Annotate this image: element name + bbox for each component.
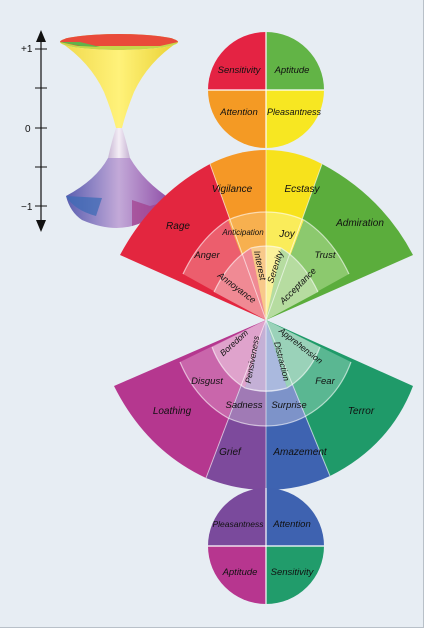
- bottom-pleasantness-segment: [208, 488, 266, 546]
- terror-label: Terror: [348, 406, 375, 417]
- trust-label: Trust: [315, 250, 336, 261]
- amazement-label: Amazement: [272, 447, 328, 458]
- top-pleasantness-label: Pleasantness: [267, 107, 322, 117]
- serenity-segment: [266, 246, 281, 320]
- scale-plus-label: +1: [21, 44, 33, 55]
- interest-segment: [251, 246, 266, 320]
- arrow-up-icon: [36, 30, 46, 42]
- scale-minus-label: −1: [21, 202, 33, 213]
- bottom-circle: Pleasantness Attention Aptitude Sensitiv…: [208, 488, 324, 604]
- ecstasy-label: Ecstasy: [284, 184, 320, 195]
- top-sensitivity-segment: [208, 32, 266, 90]
- bottom-aptitude-segment: [208, 546, 266, 604]
- lower-fan: Loathing Grief Amazement Terror Disgust …: [114, 319, 413, 490]
- top-pleasantness-segment: [266, 90, 324, 148]
- top-aptitude-label: Aptitude: [274, 65, 310, 76]
- hourglass-cone: [60, 34, 178, 228]
- pensiveness-segment: [245, 320, 266, 392]
- bottom-sensitivity-segment: [266, 546, 324, 604]
- loathing-label: Loathing: [153, 406, 192, 417]
- vigilance-label: Vigilance: [212, 184, 253, 195]
- admiration-label: Admiration: [335, 218, 384, 229]
- upper-fan: Rage Vigilance Ecstasy Admiration Anger …: [120, 150, 413, 321]
- top-aptitude-segment: [266, 32, 324, 90]
- rage-label: Rage: [166, 221, 190, 232]
- fear-label: Fear: [315, 376, 335, 387]
- arrow-down-icon: [36, 220, 46, 232]
- grief-label: Grief: [219, 447, 242, 458]
- bottom-attention-label: Attention: [272, 519, 311, 530]
- top-attention-segment: [208, 90, 266, 148]
- sadness-label: Sadness: [226, 400, 263, 411]
- intensity-scale: +1 0 −1: [21, 30, 47, 232]
- scale-zero-label: 0: [25, 124, 31, 135]
- joy-label: Joy: [278, 229, 296, 240]
- bottom-attention-segment: [266, 488, 324, 546]
- surprise-label: Surprise: [271, 400, 306, 411]
- bottom-aptitude-label: Aptitude: [222, 567, 258, 578]
- anger-label: Anger: [193, 250, 220, 261]
- top-sensitivity-label: Sensitivity: [218, 65, 262, 76]
- top-circle: Sensitivity Aptitude Attention Pleasantn…: [208, 32, 324, 148]
- bottom-sensitivity-label: Sensitivity: [271, 567, 315, 578]
- distraction-segment: [266, 320, 287, 392]
- annoyance-segment: [214, 248, 266, 320]
- acceptance-segment: [266, 248, 318, 320]
- disgust-label: Disgust: [191, 376, 223, 387]
- anticipation-label: Anticipation: [221, 228, 264, 237]
- bottom-pleasantness-label: Pleasantness: [212, 519, 264, 529]
- top-attention-label: Attention: [219, 107, 258, 118]
